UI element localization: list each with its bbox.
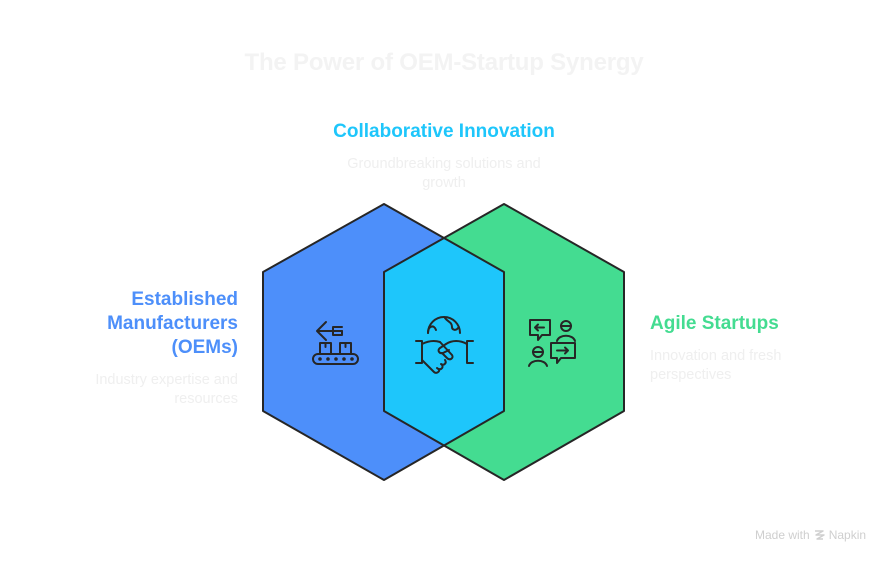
page-title: The Power of OEM-Startup Synergy (244, 49, 644, 76)
startup-hexagon-outline (383, 203, 625, 481)
startup-description: Innovation and fresh perspectives (650, 348, 782, 383)
handshake-globe-icon (415, 316, 474, 374)
collaborative-innovation-description: Groundbreaking solutions and growth (347, 156, 541, 191)
overlap-hexagon (384, 238, 504, 445)
napkin-brand-text: Napkin (828, 528, 867, 542)
people-exchange-icon (528, 319, 576, 367)
oem-description: Industry expertise and resources (95, 372, 238, 407)
napkin-logo-icon (814, 530, 825, 540)
startup-label: Agile Startups (650, 313, 779, 334)
collaborative-innovation-label: Collaborative Innovation (333, 121, 555, 142)
oem-hexagon-outline (262, 203, 505, 481)
made-with-text: Made with (755, 528, 810, 542)
made-with-napkin-footer[interactable]: Made with Napkin (755, 528, 866, 542)
conveyor-belt-icon (312, 321, 359, 365)
oem-label: Established Manufacturers (OEMs) (107, 289, 238, 358)
